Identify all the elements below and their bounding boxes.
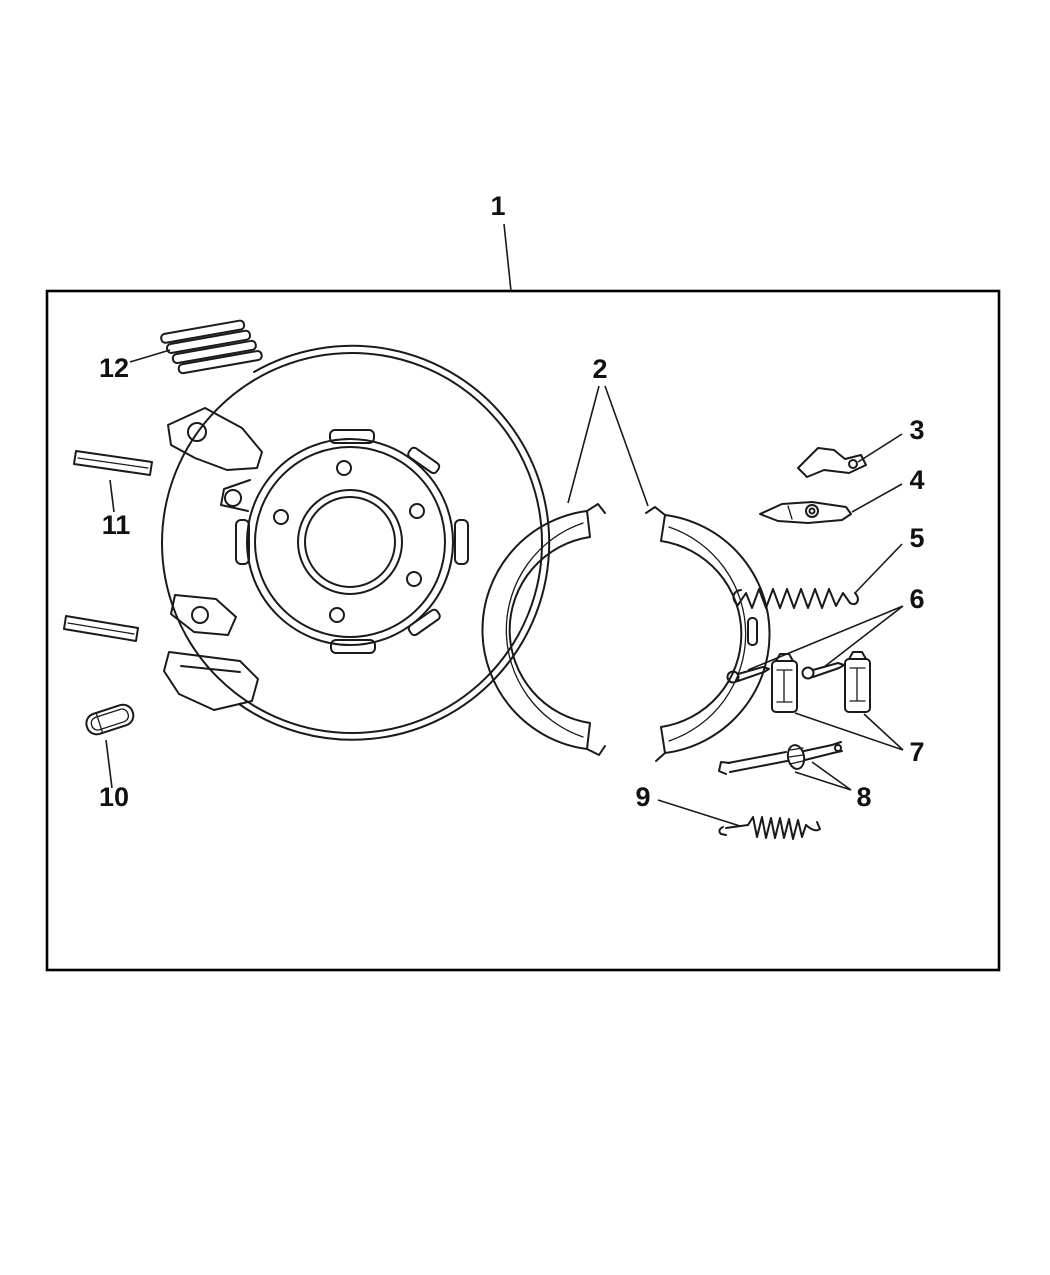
callout-2-leader bbox=[567, 385, 649, 507]
callout-6-label: 6 bbox=[909, 584, 924, 614]
part-4-park-brake-lever bbox=[759, 501, 852, 524]
part-11-pins bbox=[63, 450, 153, 642]
part-3-lever bbox=[797, 447, 867, 478]
callout-7-leader bbox=[794, 712, 904, 751]
callout-5-label: 5 bbox=[909, 523, 924, 553]
callout-1-leader bbox=[503, 223, 512, 292]
part-12-clip-stack bbox=[160, 319, 263, 375]
callout-4-label: 4 bbox=[909, 465, 924, 495]
callout-8-leader bbox=[794, 761, 852, 791]
brake-shoe-left bbox=[481, 503, 606, 756]
callout-6-leader bbox=[747, 605, 904, 671]
callout-10-leader bbox=[105, 739, 113, 789]
callout-12-leader bbox=[129, 349, 171, 363]
callout-9-label: 9 bbox=[635, 782, 650, 812]
callout-7-label: 7 bbox=[909, 737, 924, 767]
callout-11-leader bbox=[109, 479, 115, 513]
brake-shoe-right bbox=[645, 506, 771, 762]
part-7-retainer-brackets bbox=[771, 651, 871, 713]
callout-8-label: 8 bbox=[856, 782, 871, 812]
callout-4-leader bbox=[851, 483, 903, 513]
callout-9-leader bbox=[657, 799, 741, 827]
callout-3-leader bbox=[857, 433, 903, 463]
part-9-adjuster-spring bbox=[718, 816, 821, 840]
callout-5-leader bbox=[854, 543, 903, 594]
assembly-boundary-box bbox=[45, 289, 1001, 972]
callout-12-label: 12 bbox=[99, 353, 129, 383]
callout-2-label: 2 bbox=[592, 354, 607, 384]
part-5-return-spring bbox=[732, 588, 859, 609]
callout-11-label: 11 bbox=[102, 510, 131, 540]
part-10-clip bbox=[85, 703, 135, 736]
backing-plate-lower-bracket bbox=[163, 594, 259, 711]
callout-3-label: 3 bbox=[909, 415, 924, 445]
callout-10-label: 10 bbox=[99, 782, 129, 812]
backing-plate-upper-bracket bbox=[167, 407, 263, 512]
backing-plate bbox=[161, 344, 551, 741]
callout-1-label: 1 bbox=[490, 191, 505, 221]
part-8-adjuster-assembly bbox=[718, 741, 843, 775]
